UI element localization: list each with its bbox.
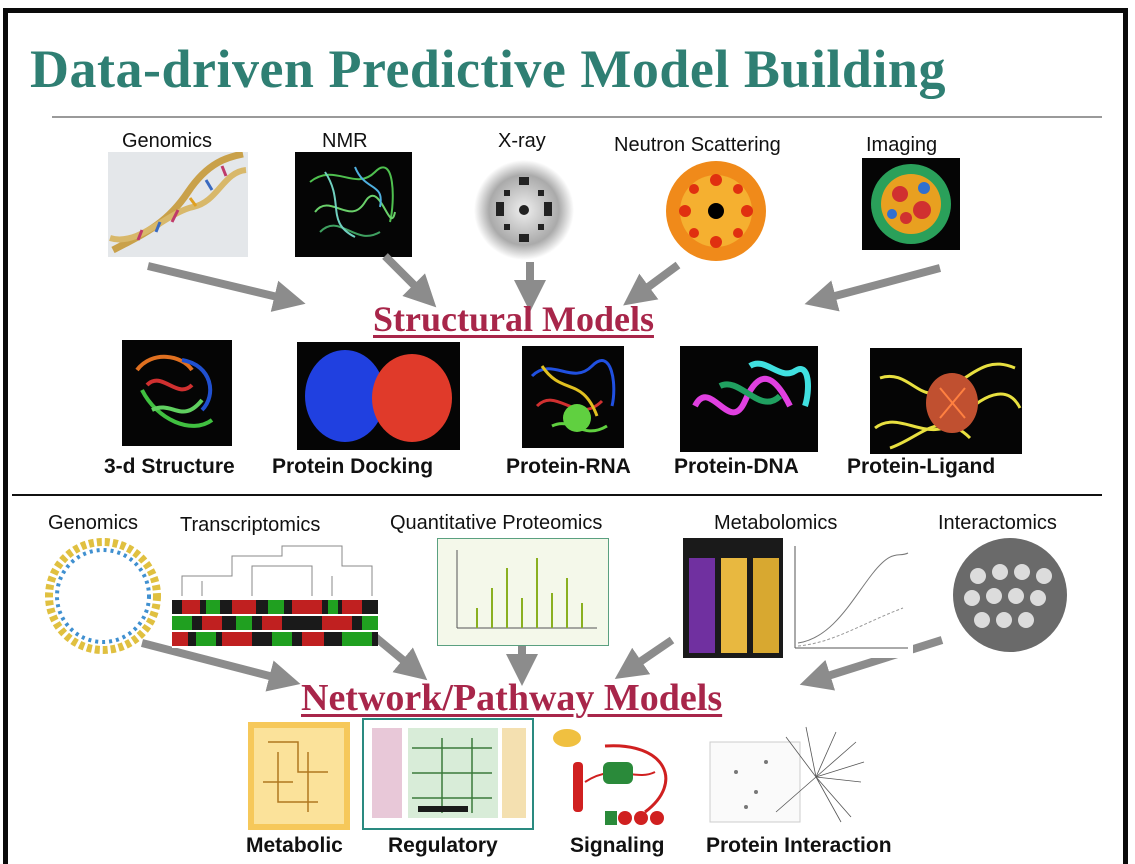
protein-interaction-network-image (706, 722, 866, 832)
source-label-imaging: Imaging (866, 134, 938, 156)
model-label-protein-dna: Protein-DNA (674, 455, 799, 478)
protein-ligand-image (870, 348, 1022, 454)
metabolic-network-image (248, 722, 350, 830)
proteomics-spectrum-image (437, 538, 609, 646)
structural-models-heading: Structural Models (373, 299, 654, 339)
source-label-neutron-scattering: Neutron Scattering (614, 134, 781, 156)
genome-circle-image (45, 538, 161, 654)
imaging-image (862, 158, 960, 250)
omics-label-quantitative-proteomics: Quantitative Proteomics (390, 512, 603, 534)
title-divider (52, 116, 1102, 118)
protein-rna-image (522, 346, 624, 448)
source-label-xray: X-ray (498, 130, 546, 152)
section-divider (12, 494, 1102, 496)
xray-diffraction-image (474, 160, 574, 260)
nmr-structure-image (295, 152, 412, 257)
pathway-label-signaling: Signaling (570, 834, 665, 857)
model-label-3d-structure: 3-d Structure (104, 455, 235, 478)
pathway-label-regulatory: Regulatory (388, 834, 498, 857)
slide-frame (3, 8, 1128, 864)
regulatory-network-image (362, 718, 534, 830)
dna-helix-image (108, 152, 248, 257)
omics-label-genomics: Genomics (48, 512, 139, 534)
neutron-scattering-image (666, 161, 766, 261)
protein-dna-image (680, 346, 818, 452)
slide-title: Data-driven Predictive Model Building (30, 39, 946, 99)
3d-structure-image (122, 340, 232, 446)
omics-label-transcriptomics: Transcriptomics (180, 514, 321, 536)
protein-docking-image (297, 342, 460, 450)
signaling-pathway-image (545, 722, 705, 830)
source-label-genomics: Genomics (122, 130, 213, 152)
source-label-nmr: NMR (322, 130, 368, 152)
network-pathway-models-heading: Network/Pathway Models (301, 677, 723, 719)
interactomics-plate-image (953, 538, 1067, 652)
model-label-protein-docking: Protein Docking (272, 455, 434, 478)
pathway-label-metabolic: Metabolic (246, 834, 343, 857)
omics-label-interactomics: Interactomics (938, 512, 1057, 534)
omics-label-metabolomics: Metabolomics (714, 512, 838, 534)
transcriptomics-heatmap-image (172, 536, 378, 648)
pathway-label-protein-interaction: Protein Interaction (706, 834, 892, 857)
metabolomics-image (683, 538, 913, 658)
model-label-protein-ligand: Protein-Ligand (847, 455, 996, 478)
model-label-protein-rna: Protein-RNA (506, 455, 631, 478)
